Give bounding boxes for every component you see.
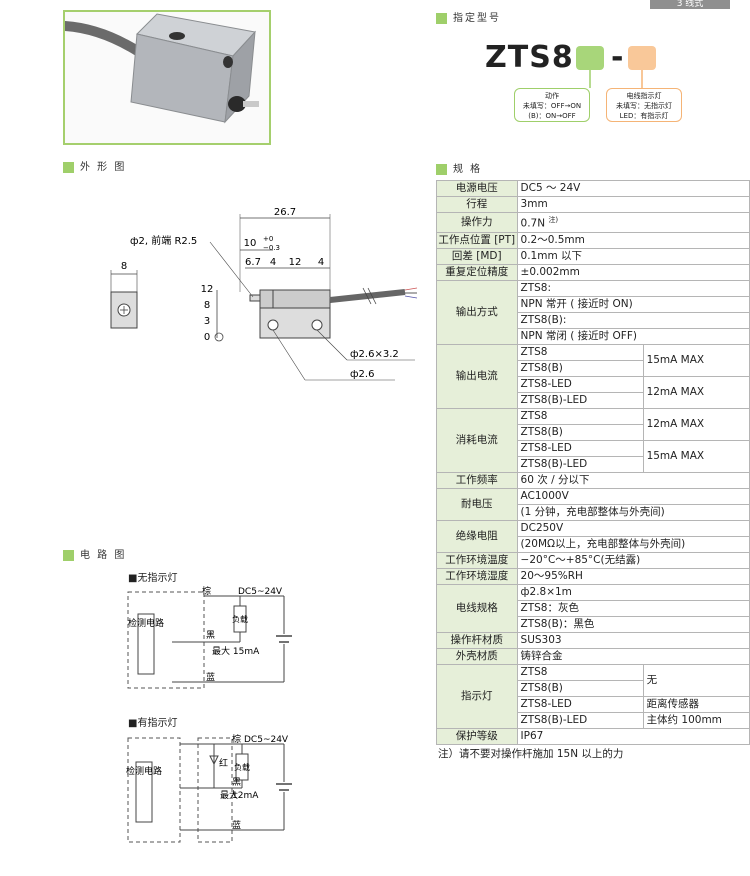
spec-section-title: 规 格 [436, 160, 482, 175]
svg-text:负载: 负载 [232, 614, 248, 624]
svg-text:棕: 棕 [232, 733, 241, 745]
svg-text:4: 4 [270, 257, 276, 268]
outline-drawing: 8 26.7 10 +0 −0.3 6.7 4 12 4 ф2, 前端 R2.5… [110, 207, 418, 381]
svg-text:DC5~24V: DC5~24V [244, 735, 289, 745]
action-option-caption: 动作未填写：OFF→ON(B)：ON→OFF [514, 88, 590, 122]
svg-text:+0: +0 [263, 235, 273, 243]
spec-row: 重复定位精度±0.002mm [436, 263, 750, 281]
svg-text:6.7: 6.7 [245, 257, 261, 268]
circuit1-title: ■无指示灯 [128, 573, 178, 584]
spec-row: 外壳材质铸锌合金 [436, 647, 750, 665]
model-section-title: 指定型号 [436, 9, 501, 24]
svg-text:26.7: 26.7 [274, 207, 296, 218]
svg-text:12mA: 12mA [232, 791, 259, 801]
svg-text:棕: 棕 [202, 585, 211, 597]
svg-text:8: 8 [204, 300, 210, 311]
circuit2-title: ■有指示灯 [128, 718, 178, 729]
svg-text:红: 红 [219, 757, 228, 769]
option-connectors [589, 70, 643, 88]
spec-row: 回差 [MD]0.1mm 以下 [436, 247, 750, 265]
spec-row: 工作点位置 [PT]0.2～0.5mm [436, 231, 750, 249]
svg-text:检测电路: 检测电路 [126, 765, 162, 777]
model-name: ZTS8 [485, 40, 574, 75]
svg-text:蓝: 蓝 [206, 671, 215, 683]
svg-text:ф2.6: ф2.6 [350, 369, 374, 380]
svg-text:黑: 黑 [232, 777, 241, 788]
svg-text:ф2, 前端 R2.5: ф2, 前端 R2.5 [130, 234, 197, 247]
product-photo [63, 10, 271, 145]
svg-text:检测电路: 检测电路 [128, 617, 164, 629]
svg-text:12: 12 [289, 257, 302, 268]
svg-text:蓝: 蓝 [232, 819, 241, 831]
svg-text:ф2.6×3.2: ф2.6×3.2 [350, 349, 399, 360]
circuit-with-led: 检测电路 棕 DC5~24V 红 黑 最大 12mA 蓝 负载 [126, 733, 292, 843]
svg-text:3: 3 [204, 316, 210, 327]
svg-text:0: 0 [204, 332, 210, 343]
svg-text:8: 8 [121, 261, 127, 272]
outline-section-title: 外 形 图 [63, 158, 126, 173]
model-dash: - [611, 40, 624, 75]
svg-text:−0.3: −0.3 [263, 244, 280, 252]
circuit-no-led: 检测电路 棕 DC5~24V 黑 最大 15mA 蓝 负载 [127, 585, 292, 689]
action-option-box [576, 46, 604, 70]
led-option-box [628, 46, 656, 70]
svg-text:最大: 最大 [220, 789, 238, 801]
svg-text:负载: 负载 [234, 762, 250, 772]
svg-text:12: 12 [201, 284, 214, 295]
svg-text:10: 10 [244, 238, 257, 249]
svg-text:DC5~24V: DC5~24V [238, 587, 283, 597]
circuit-section-title: 电 路 图 [63, 546, 126, 561]
svg-text:最大 15mA: 最大 15mA [212, 645, 260, 657]
svg-text:4: 4 [318, 257, 324, 268]
footnote: 注）请不要对操作杆施加 15N 以上的力 [438, 748, 624, 760]
series-badge: 3 线式 [650, 0, 730, 9]
svg-text:黑: 黑 [206, 630, 215, 641]
spec-row: 工作环境温度−20°C～+85°C(无结露) [436, 551, 750, 569]
